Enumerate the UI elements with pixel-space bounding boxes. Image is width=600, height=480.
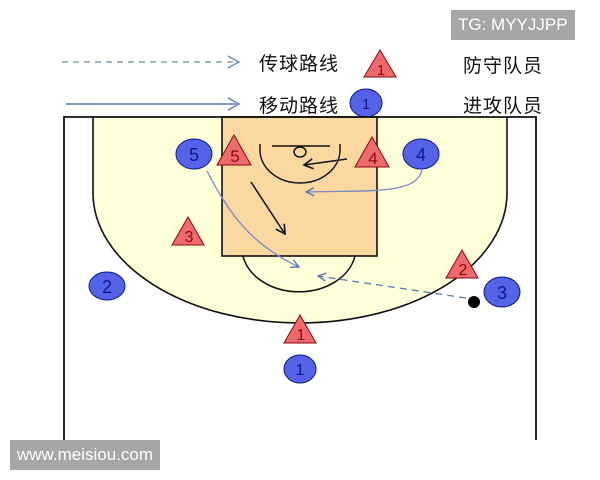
legend-move-route-label: 移动路线 <box>259 95 340 117</box>
legend-attacker-icon: 1 <box>349 88 383 118</box>
move-route-4 <box>306 169 423 192</box>
rim <box>293 146 307 158</box>
restricted-arc <box>259 144 341 184</box>
paint-lane <box>221 116 378 257</box>
svg-text:1: 1 <box>362 96 370 113</box>
legend-defender-label: 防守队员 <box>463 55 544 77</box>
defender-1: 1 <box>283 313 317 344</box>
svg-text:1: 1 <box>377 62 385 79</box>
watermark-bottom-left: www.meisiou.com <box>10 440 161 470</box>
free-throw-circle <box>242 255 356 293</box>
defender-move-5 <box>250 181 286 236</box>
court-boundary <box>63 116 537 440</box>
svg-text:3: 3 <box>185 229 194 246</box>
attacker-1: 1 <box>283 354 317 384</box>
move-route-5 <box>206 170 299 267</box>
svg-text:1: 1 <box>296 362 305 379</box>
defender-4: 4 <box>354 135 390 168</box>
legend-pass-line <box>62 55 241 69</box>
attacker-4: 4 <box>402 138 440 170</box>
svg-text:4: 4 <box>416 145 426 165</box>
svg-text:3: 3 <box>497 283 507 303</box>
attacker-5: 5 <box>175 138 213 170</box>
attacker-3: 3 <box>483 276 521 308</box>
routes <box>206 158 467 299</box>
svg-text:2: 2 <box>459 262 468 279</box>
svg-text:4: 4 <box>368 149 377 168</box>
pass-route-3 <box>318 276 467 299</box>
defender-5: 5 <box>216 133 252 166</box>
svg-text:1: 1 <box>297 327 306 344</box>
legend-move-line <box>66 97 241 111</box>
attacker-2: 2 <box>88 271 126 301</box>
defender-2: 2 <box>445 248 479 279</box>
legend-attacker-label: 进攻队员 <box>463 95 544 117</box>
defender-move-4 <box>302 158 348 170</box>
legend-defender-icon: 1 <box>363 49 397 79</box>
svg-text:2: 2 <box>102 277 112 297</box>
legend-pass-route-label: 传球路线 <box>259 53 340 75</box>
svg-text:5: 5 <box>230 147 239 166</box>
watermark-top-right: TG: MYYJJPP <box>451 10 575 40</box>
defender-3: 3 <box>171 215 205 246</box>
svg-text:5: 5 <box>189 145 199 165</box>
ball-icon <box>468 296 480 308</box>
